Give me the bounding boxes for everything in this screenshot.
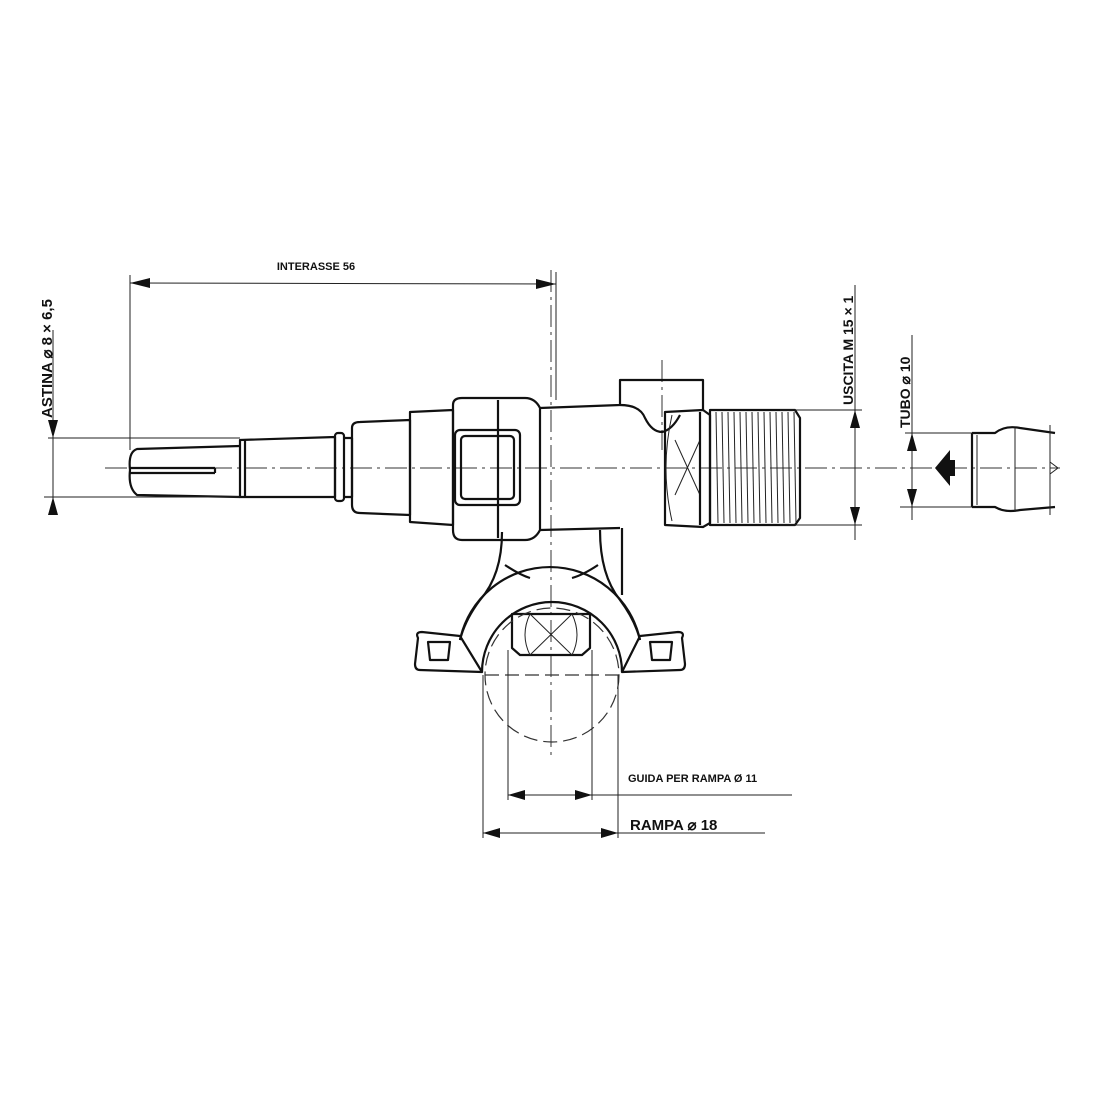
dim-astina: ASTINA ⌀ 8 × 6,5 [39, 299, 240, 515]
dim-uscita: USCITA M 15 × 1 [780, 285, 862, 540]
thread-line [751, 411, 755, 524]
thread-line [739, 411, 743, 524]
thread-line [769, 411, 773, 524]
ramp-saddle [413, 528, 687, 743]
interasse-label: INTERASSE 56 [277, 261, 355, 273]
dim-rampa: RAMPA ⌀ 18 [482, 675, 765, 838]
astina-label: ASTINA ⌀ 8 × 6,5 [39, 299, 56, 418]
dim-tubo: TUBO ⌀ 10 [897, 335, 972, 520]
thread-line [733, 411, 737, 524]
inlet-tube [935, 425, 1059, 515]
thread-line [775, 411, 779, 524]
valve-body [451, 378, 712, 542]
guida-label: GUIDA PER RAMPA Ø 11 [628, 773, 757, 785]
dim-guida: GUIDA PER RAMPA Ø 11 [507, 650, 792, 800]
thread-line [781, 411, 785, 524]
thread-line [745, 411, 749, 524]
thread-line [727, 411, 731, 524]
tubo-label: TUBO ⌀ 10 [897, 356, 913, 428]
thread-line [715, 411, 719, 524]
thread-line [757, 411, 761, 524]
thread-line [787, 411, 791, 524]
rampa-label: RAMPA ⌀ 18 [630, 817, 717, 834]
thread-line [721, 411, 725, 524]
dim-interasse: INTERASSE 56 [129, 261, 557, 450]
outlet-thread [708, 408, 802, 527]
flow-arrow-icon [935, 450, 955, 486]
uscita-label: USCITA M 15 × 1 [840, 295, 856, 405]
thread-line [763, 411, 767, 524]
thread-line [793, 411, 797, 524]
